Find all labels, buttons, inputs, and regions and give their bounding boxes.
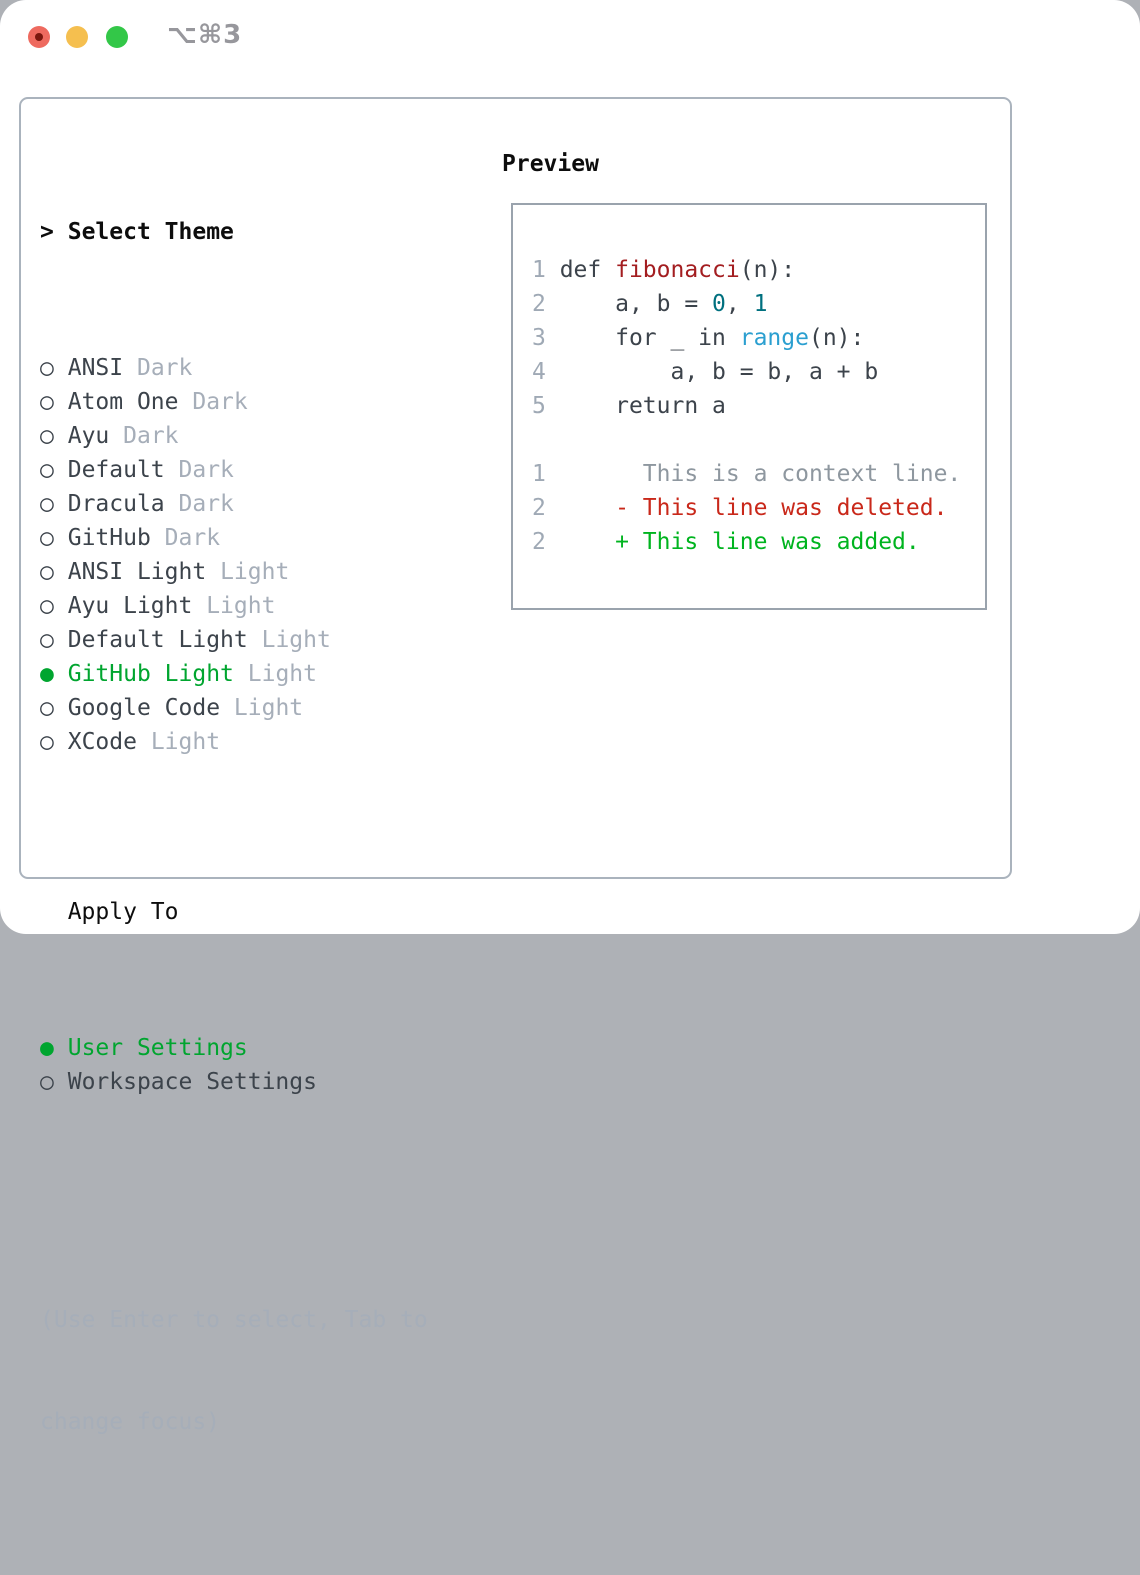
code-line: 3 for _ in range(n):	[532, 321, 985, 355]
theme-dialog-panel: > Select Theme ○ ANSI Dark○ Atom One Dar…	[19, 97, 1012, 879]
theme-item-atom-one[interactable]: ○ Atom One Dark	[40, 385, 428, 419]
theme-picker: > Select Theme ○ ANSI Dark○ Atom One Dar…	[40, 147, 428, 1575]
radio-icon: ○	[40, 1069, 54, 1095]
apply-to-header: Apply To	[40, 895, 428, 929]
theme-variant-label: Light	[220, 559, 289, 585]
radio-icon: ○	[40, 491, 54, 517]
radio-icon: ○	[40, 627, 54, 653]
theme-item-default[interactable]: ○ Default Dark	[40, 453, 428, 487]
theme-variant-label: Dark	[179, 457, 234, 483]
theme-item-ayu[interactable]: ○ Ayu Dark	[40, 419, 428, 453]
theme-item-label: Google Code	[68, 695, 220, 721]
radio-selected-icon: ●	[40, 1035, 54, 1061]
hint-line-2: change focus)	[40, 1405, 428, 1439]
window-title-shortcut: ⌥⌘3	[167, 20, 242, 50]
theme-item-label: GitHub Light	[68, 661, 234, 687]
theme-item-dracula[interactable]: ○ Dracula Dark	[40, 487, 428, 521]
theme-variant-label: Light	[262, 627, 331, 653]
code-line: 5 return a	[532, 389, 985, 423]
theme-variant-label: Dark	[179, 491, 234, 517]
minimize-button[interactable]	[66, 26, 88, 48]
apply-to-list: ● User Settings○ Workspace Settings	[40, 1031, 428, 1099]
radio-icon: ○	[40, 729, 54, 755]
theme-item-label: Default Light	[68, 627, 248, 653]
apply-option-user-settings[interactable]: ● User Settings	[40, 1031, 428, 1065]
radio-icon: ○	[40, 457, 54, 483]
theme-item-label: Atom One	[68, 389, 179, 415]
radio-icon: ○	[40, 423, 54, 449]
theme-variant-label: Dark	[137, 355, 192, 381]
code-line: 2 a, b = 0, 1	[532, 287, 985, 321]
app-window: ⌥⌘3 > Select Theme ○ ANSI Dark○ Atom One…	[0, 0, 1140, 934]
theme-item-label: XCode	[68, 729, 137, 755]
apply-option-label: User Settings	[68, 1035, 248, 1061]
code-line: 4 a, b = b, a + b	[532, 355, 985, 389]
radio-icon: ○	[40, 525, 54, 551]
theme-item-default-light[interactable]: ○ Default Light Light	[40, 623, 428, 657]
theme-item-label: Default	[68, 457, 165, 483]
code-line: 1 This is a context line.	[532, 457, 985, 491]
theme-item-label: ANSI	[68, 355, 123, 381]
theme-variant-label: Light	[151, 729, 220, 755]
theme-item-google-code[interactable]: ○ Google Code Light	[40, 691, 428, 725]
code-line: 2 - This line was deleted.	[532, 491, 985, 525]
radio-selected-icon: ●	[40, 661, 54, 687]
radio-icon: ○	[40, 593, 54, 619]
theme-item-label: ANSI Light	[68, 559, 206, 585]
select-theme-header: > Select Theme	[40, 215, 428, 249]
theme-variant-label: Light	[234, 695, 303, 721]
radio-icon: ○	[40, 559, 54, 585]
close-button[interactable]	[28, 26, 50, 48]
theme-variant-label: Dark	[165, 525, 220, 551]
theme-item-ansi-light[interactable]: ○ ANSI Light Light	[40, 555, 428, 589]
theme-item-ansi[interactable]: ○ ANSI Dark	[40, 351, 428, 385]
theme-variant-label: Dark	[123, 423, 178, 449]
theme-item-ayu-light[interactable]: ○ Ayu Light Light	[40, 589, 428, 623]
radio-icon: ○	[40, 355, 54, 381]
theme-variant-label: Light	[248, 661, 317, 687]
hint-line-1: (Use Enter to select, Tab to	[40, 1303, 428, 1337]
apply-option-workspace-settings[interactable]: ○ Workspace Settings	[40, 1065, 428, 1099]
titlebar: ⌥⌘3	[0, 0, 1140, 74]
code-line: 2 + This line was added.	[532, 525, 985, 559]
selection-caret-icon: >	[40, 219, 54, 245]
theme-item-github[interactable]: ○ GitHub Dark	[40, 521, 428, 555]
theme-item-label: Dracula	[68, 491, 165, 517]
theme-variant-label: Dark	[192, 389, 247, 415]
theme-item-label: Ayu	[68, 423, 110, 449]
code-line: 1 def fibonacci(n):	[532, 253, 985, 287]
zoom-button[interactable]	[106, 26, 128, 48]
theme-list: ○ ANSI Dark○ Atom One Dark○ Ayu Dark○ De…	[40, 351, 428, 759]
radio-icon: ○	[40, 389, 54, 415]
theme-variant-label: Light	[206, 593, 275, 619]
apply-option-label: Workspace Settings	[68, 1069, 317, 1095]
theme-item-label: GitHub	[68, 525, 151, 551]
select-theme-title: Select Theme	[68, 219, 234, 245]
code-line	[532, 423, 985, 457]
preview-title: Preview	[502, 147, 599, 181]
keyboard-hint: (Use Enter to select, Tab to change focu…	[40, 1235, 428, 1507]
theme-item-xcode[interactable]: ○ XCode Light	[40, 725, 428, 759]
theme-item-github-light[interactable]: ● GitHub Light Light	[40, 657, 428, 691]
theme-item-label: Ayu Light	[68, 593, 193, 619]
radio-icon: ○	[40, 695, 54, 721]
